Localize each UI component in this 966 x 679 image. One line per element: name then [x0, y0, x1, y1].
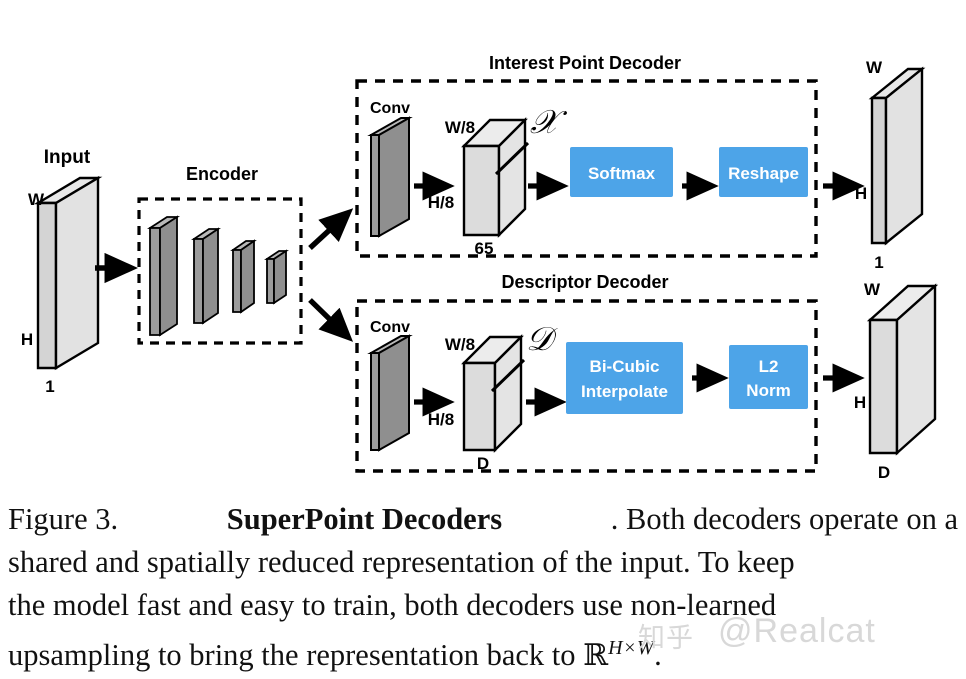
input-height-label: H [21, 330, 33, 349]
dd-conv-slab [367, 334, 413, 452]
ipd-conv-slab [367, 116, 413, 238]
descriptor-decoder: Descriptor Decoder Conv W/8 H/8 D 𝒟 [355, 272, 818, 473]
interest-point-decoder: Interest Point Decoder Conv W/8 H/8 65 𝒳 [355, 53, 818, 258]
dd-output-width-label: W [864, 280, 881, 299]
encoder-layer-3 [230, 239, 257, 314]
descriptor-decoder-boundary [355, 299, 818, 473]
ipd-tensor-symbol: 𝒳 [530, 102, 568, 141]
ipd-op-softmax-label: Softmax [588, 164, 656, 183]
dd-tensor-cube [461, 334, 524, 453]
dd-tensor-height-label: H/8 [428, 410, 454, 429]
input-title: Input [44, 147, 91, 168]
dd-op-bicubic-interpolate[interactable]: Bi-Cubic Interpolate [566, 342, 683, 414]
ipd-op-reshape[interactable]: Reshape [719, 147, 808, 197]
ipd-tensor-depth-label: 65 [475, 239, 494, 258]
figure-caption: Figure 3. SuperPoint Decoders . Both dec… [8, 498, 958, 677]
encoder-title: Encoder [186, 164, 258, 184]
encoder-layer-1 [146, 215, 181, 337]
ipd-tensor-symbol-leader [494, 141, 530, 176]
dd-op-l2-norm[interactable]: L2 Norm [729, 345, 808, 409]
encoder-block: Encoder [137, 164, 303, 345]
descriptor-output-slab [866, 283, 939, 456]
input-width-label: W [28, 190, 45, 209]
interest-point-decoder-boundary [355, 79, 818, 258]
dd-output-depth-label: D [878, 463, 890, 482]
encoder-dashed-boundary [137, 197, 303, 345]
input-depth-label: 1 [45, 377, 54, 396]
dd-tensor-symbol: 𝒟 [526, 319, 558, 358]
caption-line-2: shared and spatially reduced representat… [8, 545, 795, 579]
descriptor-decoder-title: Descriptor Decoder [501, 272, 668, 292]
superpoint-decoder-diagram: Input W H 1 Encoder [21, 53, 939, 482]
ipd-tensor-height-label: H/8 [428, 193, 454, 212]
input-slab [33, 175, 103, 371]
ipd-output-depth-label: 1 [874, 253, 883, 272]
caption-line-1: Figure 3. SuperPoint Decoders . Both dec… [8, 498, 958, 541]
ipd-op-softmax[interactable]: Softmax [570, 147, 673, 197]
arrow-encoder-to-descriptor-decoder [308, 298, 354, 342]
caption-prefix: Figure 3. [8, 502, 119, 536]
dd-op-l2-norm-label-line1: L2 [759, 357, 779, 376]
interest-point-output-slab [868, 66, 926, 246]
dd-op-bicubic-label-line1: Bi-Cubic [590, 357, 660, 376]
caption-line-4: upsampling to bring the representation b… [8, 627, 958, 677]
dd-op-bicubic-label-line2: Interpolate [581, 382, 668, 401]
caption-math-superscript: H×W [608, 637, 655, 659]
ipd-op-reshape-label: Reshape [728, 164, 799, 183]
ipd-output-height-label: H [855, 184, 867, 203]
input-block: Input W H 1 [21, 147, 103, 396]
arrow-encoder-to-interest-point-decoder [308, 208, 354, 250]
caption-bold-title: SuperPoint Decoders [226, 502, 503, 536]
dd-conv-label: Conv [370, 319, 410, 336]
caption-line-3: the model fast and easy to train, both d… [8, 588, 777, 622]
encoder-layer-2 [191, 227, 221, 325]
caption-math-blackboard-r: ℝ [583, 638, 609, 674]
ipd-tensor-cube [461, 117, 528, 238]
caption-line-4-end: . [654, 638, 662, 673]
dd-output-height-label: H [854, 393, 866, 412]
dd-tensor-depth-label: D [477, 454, 489, 473]
encoder-layer-4 [264, 249, 289, 305]
dd-tensor-symbol-leader [490, 358, 526, 393]
ipd-conv-label: Conv [370, 100, 410, 117]
ipd-tensor-width-label: W/8 [445, 118, 475, 137]
dd-tensor-width-label: W/8 [445, 335, 475, 354]
caption-line-1-rest: . Both decoders operate on a [610, 502, 958, 536]
dd-op-l2-norm-label-line2: Norm [746, 381, 790, 400]
interest-point-decoder-title: Interest Point Decoder [489, 53, 681, 73]
caption-line-4-start: upsampling to bring the representation b… [8, 638, 576, 673]
ipd-output-width-label: W [866, 58, 883, 77]
